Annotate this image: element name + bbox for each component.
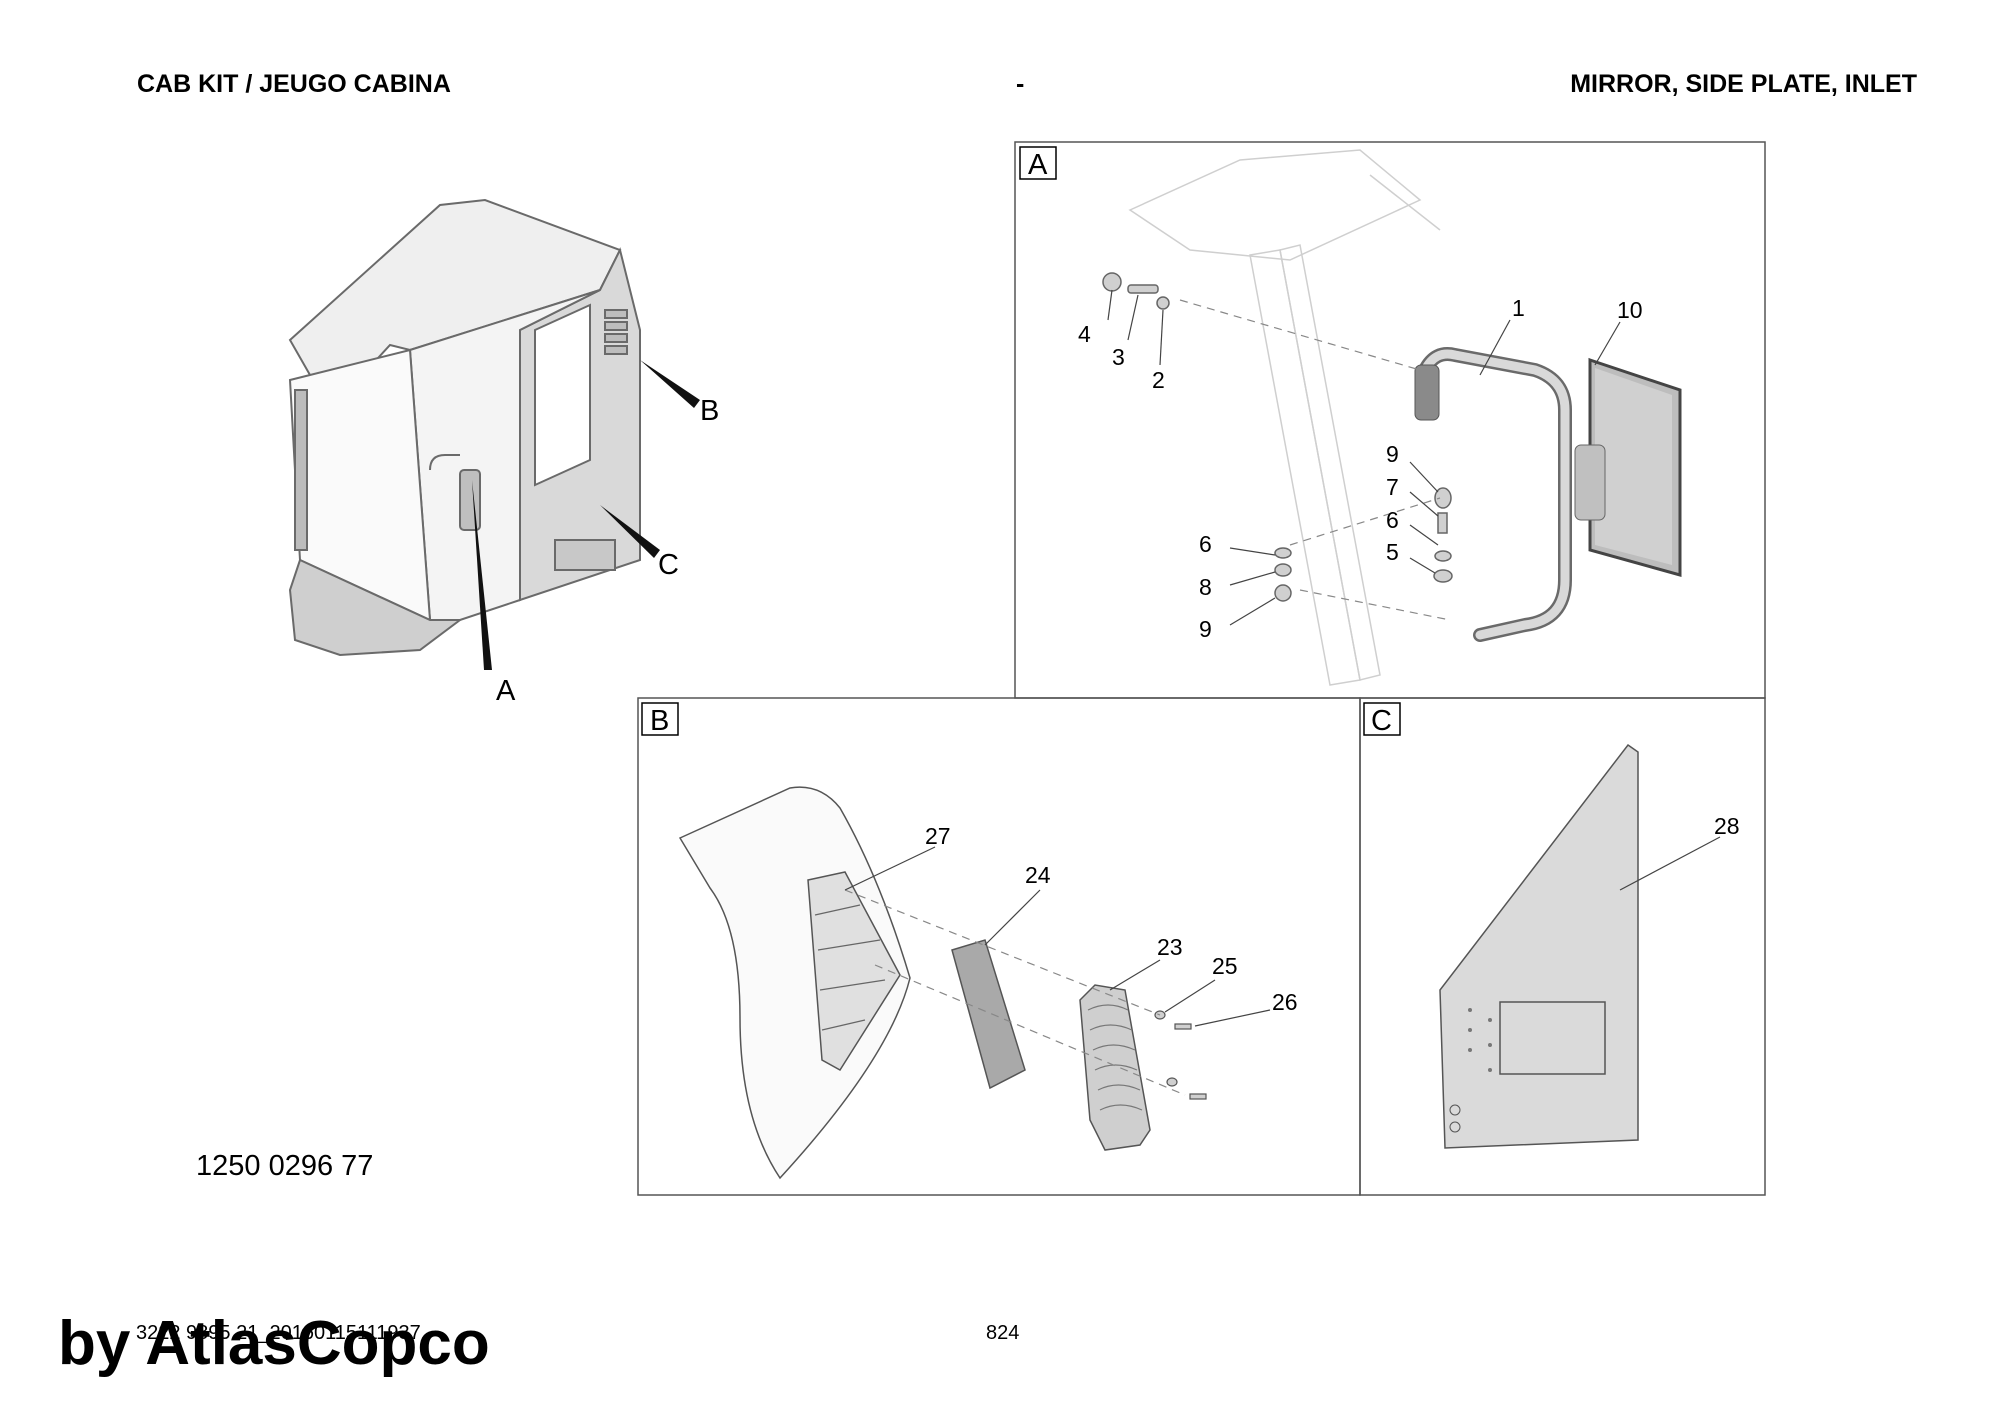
panel-a-illustration: 1 10 4 3 2 9 7 6 5 6 8 9 bbox=[1078, 149, 1682, 686]
panel-a-part-6-right: 6 bbox=[1386, 507, 1399, 533]
panel-b-label-box bbox=[641, 702, 679, 736]
panel-b-part-26: 26 bbox=[1272, 989, 1298, 1015]
panel-b-part-27: 27 bbox=[925, 823, 951, 849]
overview-callout-c: C bbox=[658, 549, 679, 581]
panel-a-part-3: 3 bbox=[1112, 344, 1125, 370]
cab-overview-illustration bbox=[288, 198, 641, 657]
overview-callout-pointers bbox=[472, 360, 700, 670]
panel-c-part-28: 28 bbox=[1714, 813, 1740, 839]
header-title-center: - bbox=[1016, 70, 1025, 98]
footer-document-code: 3222 9895 21_20160115111937 bbox=[136, 1322, 421, 1344]
panel-a-part-7: 7 bbox=[1386, 474, 1399, 500]
header-title-right: MIRROR, SIDE PLATE, INLET bbox=[1570, 70, 1917, 98]
panel-a-label-box bbox=[1019, 146, 1057, 180]
panel-c-label-box bbox=[1363, 702, 1401, 736]
panel-b-illustration: 27 24 23 25 26 bbox=[678, 786, 1298, 1180]
watermark-text: by AtlasCopco bbox=[58, 1309, 490, 1378]
panel-a-part-9-upper: 9 bbox=[1386, 441, 1399, 467]
panel-c-label: C bbox=[1371, 705, 1392, 737]
panel-b-part-25: 25 bbox=[1212, 953, 1238, 979]
panel-c-frame bbox=[1359, 697, 1766, 1196]
panel-a-part-4: 4 bbox=[1078, 321, 1091, 347]
overview-callout-a: A bbox=[496, 675, 516, 707]
overview-callout-b: B bbox=[700, 395, 719, 427]
panel-a-part-1: 1 bbox=[1512, 295, 1525, 321]
panel-c-illustration: 28 bbox=[1439, 743, 1740, 1149]
panel-b-label: B bbox=[650, 705, 669, 737]
panel-a-part-9-lower: 9 bbox=[1199, 616, 1212, 642]
kit-part-number: 1250 0296 77 bbox=[196, 1150, 374, 1182]
page-number: 824 bbox=[986, 1322, 1020, 1344]
panel-a-part-2: 2 bbox=[1152, 367, 1165, 393]
panel-a-part-6-left: 6 bbox=[1199, 531, 1212, 557]
panel-a-part-8: 8 bbox=[1199, 574, 1212, 600]
header-title-left: CAB KIT / JEUGO CABINA bbox=[137, 70, 451, 98]
panel-b-part-23: 23 bbox=[1157, 934, 1183, 960]
panel-a-label: A bbox=[1028, 149, 1048, 181]
panel-a-part-5: 5 bbox=[1386, 539, 1399, 565]
panel-b-part-24: 24 bbox=[1025, 862, 1051, 888]
panel-a-part-10: 10 bbox=[1617, 297, 1643, 323]
